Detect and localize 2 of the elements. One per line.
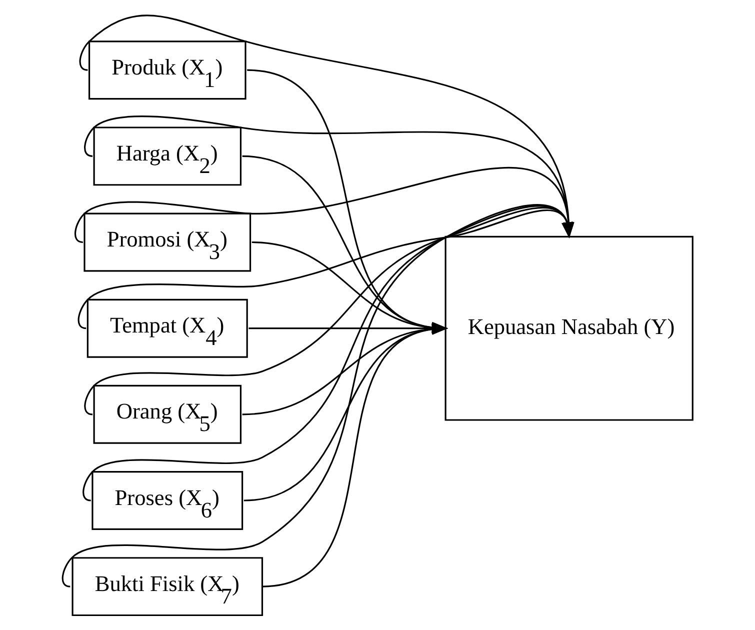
node-box: Kepuasan Nasabah (Y) bbox=[444, 236, 694, 421]
arrow bbox=[78, 210, 573, 330]
